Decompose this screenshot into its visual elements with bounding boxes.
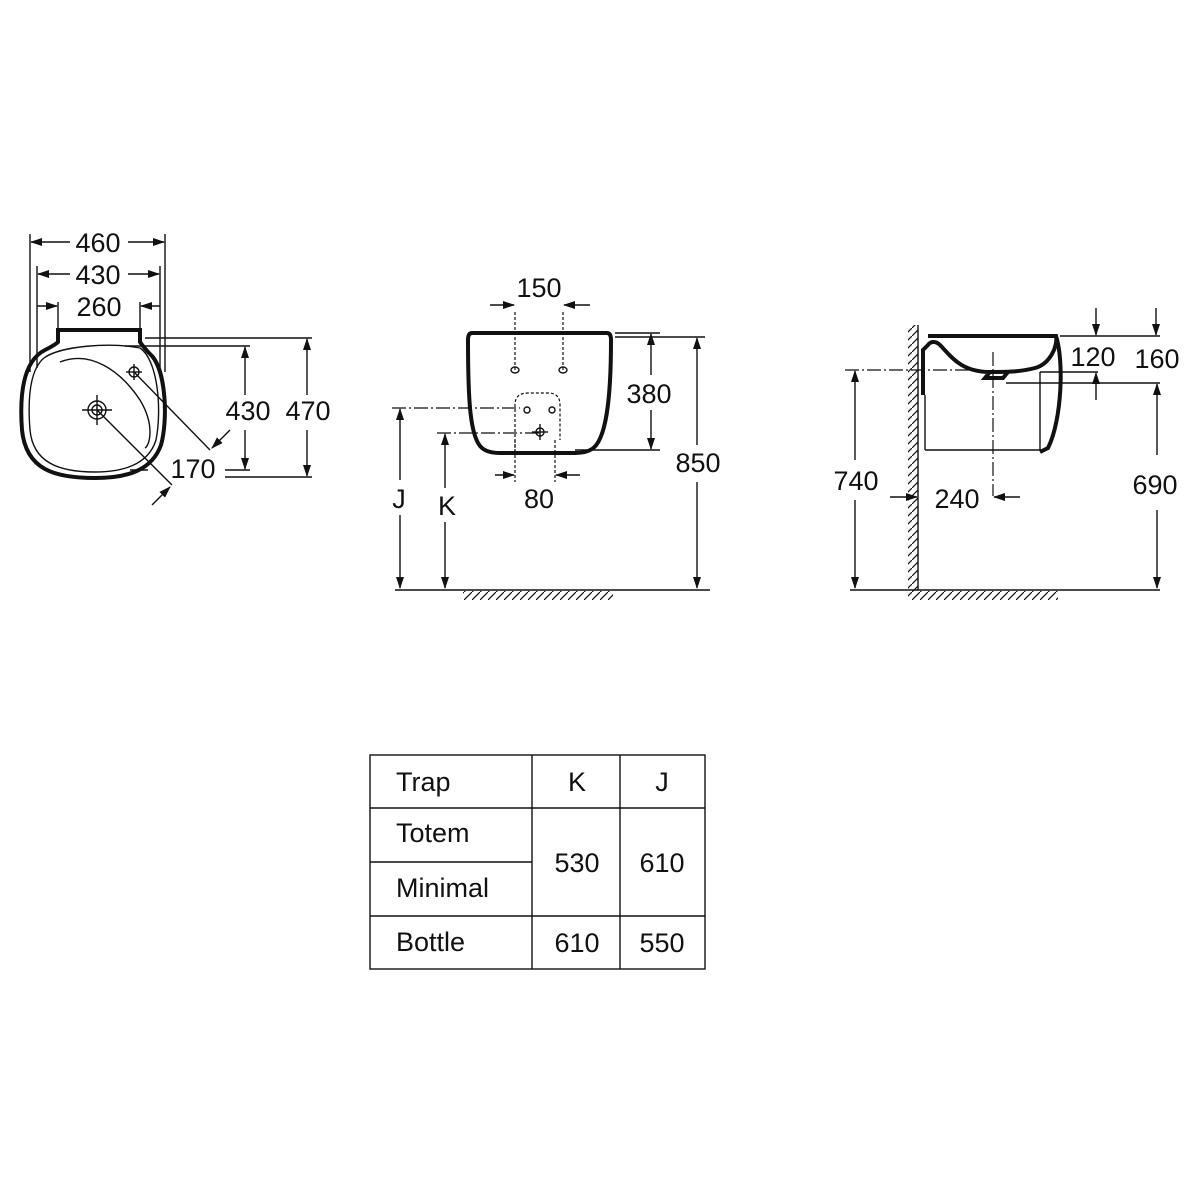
dim-460: 460 (75, 228, 120, 258)
dim-150: 150 (516, 273, 561, 303)
basin-outline-front (465, 331, 614, 455)
row-totem-label: Totem (396, 818, 470, 848)
row-minimal-label: Minimal (396, 873, 489, 903)
dim-80: 80 (524, 484, 554, 514)
header-k: K (568, 767, 586, 797)
dim-120: 120 (1070, 342, 1115, 372)
basin-outline-top (19, 328, 167, 481)
row-bottle-k: 610 (554, 928, 599, 958)
trap-table: Trap K J Totem Minimal 530 610 Bottle 61… (369, 754, 706, 970)
merged-k-value: 530 (554, 848, 599, 878)
dim-260: 260 (76, 292, 121, 322)
merged-j-value: 610 (639, 848, 684, 878)
dim-470: 470 (285, 396, 330, 426)
row-bottle-j: 550 (639, 928, 684, 958)
dim-850: 850 (675, 448, 720, 478)
dim-430-depth: 430 (225, 396, 270, 426)
row-bottle-label: Bottle (396, 927, 465, 957)
label-k: K (438, 491, 456, 521)
header-trap: Trap (396, 767, 451, 797)
top-view: 460 430 260 170 430 (19, 228, 331, 506)
header-j: J (655, 767, 669, 797)
front-view: 150 80 380 850 J K (392, 273, 721, 600)
dim-380: 380 (626, 379, 671, 409)
dim-690: 690 (1132, 470, 1177, 500)
side-view: 120 160 740 240 690 (833, 308, 1180, 600)
dim-240: 240 (934, 484, 979, 514)
floor-hatch (463, 591, 613, 600)
dim-160: 160 (1134, 344, 1179, 374)
basin-outline-side (921, 334, 1059, 395)
dim-170: 170 (170, 454, 215, 484)
label-j: J (392, 484, 406, 514)
dim-430-width: 430 (75, 260, 120, 290)
wall-hatch (908, 325, 918, 600)
dim-740: 740 (833, 466, 878, 496)
